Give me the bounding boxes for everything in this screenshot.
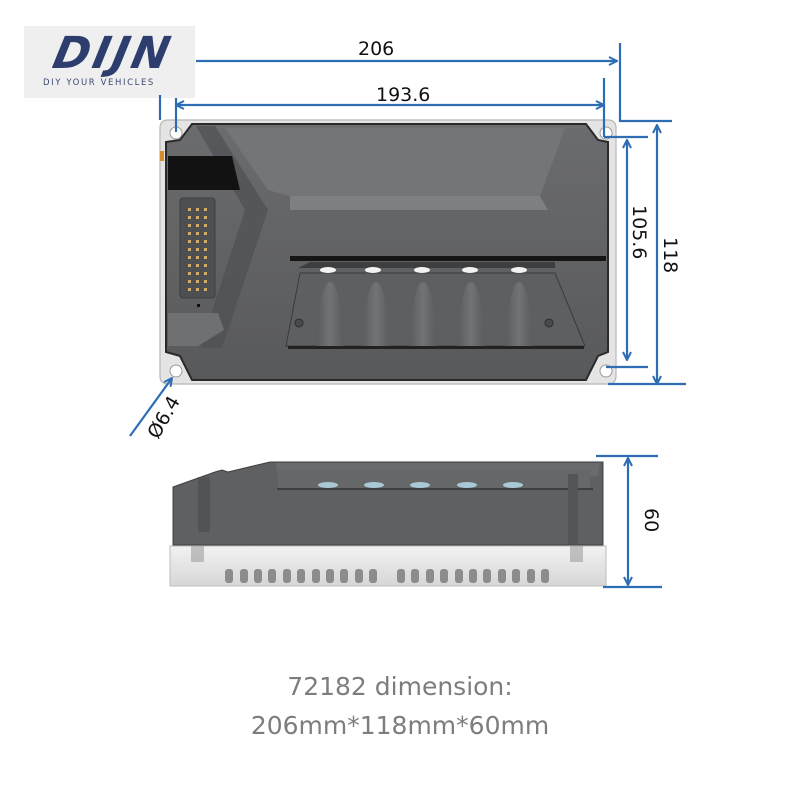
logo-tagline: DIY YOUR VEHICLES [43, 78, 155, 88]
dim-hole-diameter: Ø6.4 [143, 392, 185, 442]
mount-holes [169, 126, 613, 378]
caption-title: 72182 dimension: [287, 672, 513, 701]
dim-height: 60 [640, 508, 662, 532]
caption-dimensions: 206mm*118mm*60mm [250, 711, 550, 740]
base-fins [225, 569, 549, 583]
capacitor-ridges [316, 282, 533, 346]
connector-pins [188, 208, 207, 291]
dim-mount-spacing-length: 193.6 [376, 84, 430, 106]
side-view [169, 461, 607, 587]
dim-overall-length: 206 [358, 38, 394, 60]
dimension-lines [129, 43, 686, 437]
capacitor-leds [320, 267, 527, 273]
height-dimension-lines [596, 454, 662, 589]
side-capacitors [318, 482, 523, 488]
dim-overall-width: 118 [659, 237, 681, 273]
brand-logo: DIJN DIY YOUR VEHICLES [24, 26, 195, 98]
dim-mount-spacing-width: 105.6 [628, 205, 650, 259]
top-view [159, 119, 617, 385]
